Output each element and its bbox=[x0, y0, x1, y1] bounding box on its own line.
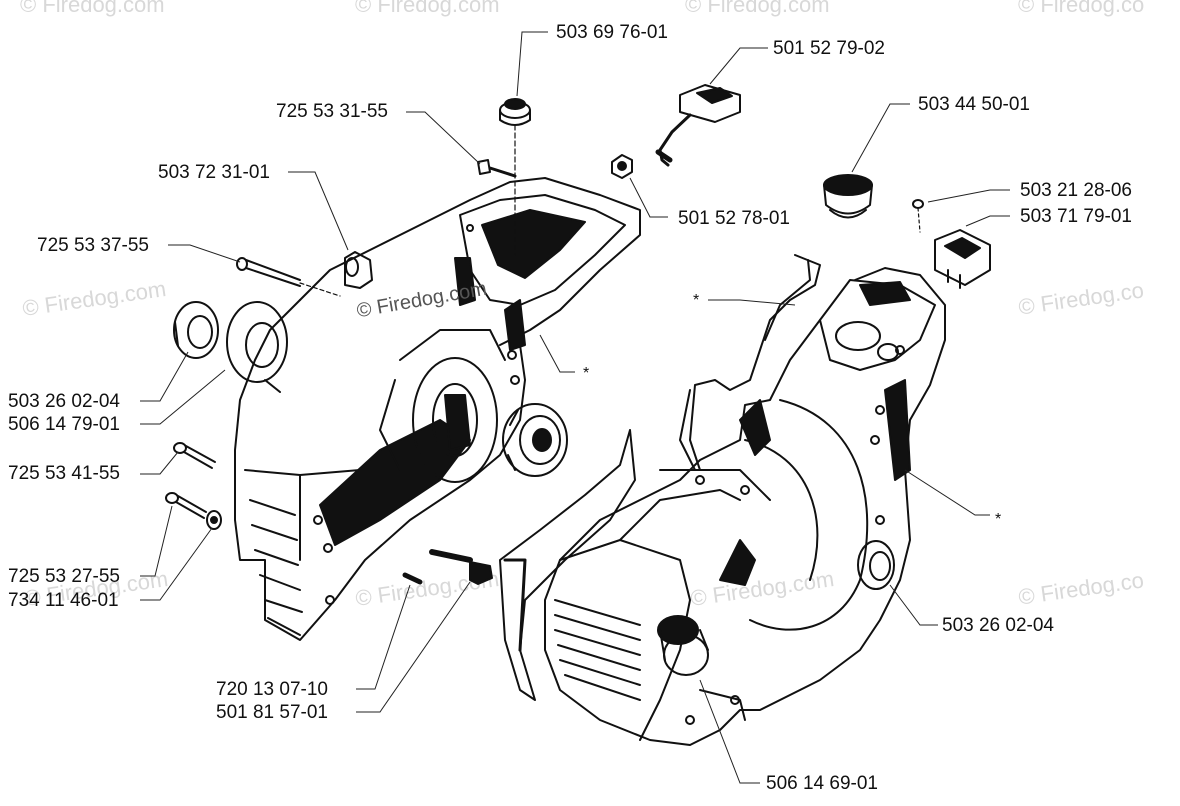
part-label-725-53-37-55: 725 53 37-55 bbox=[37, 235, 149, 256]
part-label-506-14-79-01: 506 14 79-01 bbox=[8, 414, 120, 435]
part-label-501-81-57-01: 501 81 57-01 bbox=[216, 702, 328, 723]
part-seal-right bbox=[857, 540, 895, 590]
leader-lines bbox=[140, 31, 1010, 784]
asterisk-marker: * bbox=[583, 365, 590, 382]
part-label-725-53-41-55: 725 53 41-55 bbox=[8, 463, 120, 484]
part-nut bbox=[611, 154, 633, 179]
part-switch-connector bbox=[655, 84, 741, 167]
part-seal-large bbox=[226, 301, 288, 393]
gasket-left bbox=[499, 429, 636, 701]
part-pin bbox=[402, 572, 423, 585]
part-label-503-44-50-01: 503 44 50-01 bbox=[918, 94, 1030, 115]
part-grommet bbox=[499, 98, 531, 256]
part-boot bbox=[344, 251, 373, 289]
part-label-503-72-31-01: 503 72 31-01 bbox=[158, 162, 270, 183]
part-bolt-2 bbox=[165, 492, 222, 530]
asterisk-marker: * bbox=[995, 511, 1002, 528]
part-carb-cap bbox=[823, 174, 873, 219]
watermark: © Firedog.co bbox=[1018, 0, 1145, 17]
part-bolt-1 bbox=[173, 442, 216, 469]
part-label-725-53-27-55: 725 53 27-55 bbox=[8, 566, 120, 587]
part-label-503-26-02-04-left: 503 26 02-04 bbox=[8, 391, 120, 412]
part-label-501-52-78-01: 501 52 78-01 bbox=[678, 208, 790, 229]
right-crankcase-half bbox=[544, 267, 946, 746]
part-label-503-21-28-06: 503 21 28-06 bbox=[1020, 180, 1132, 201]
part-label-734-11-46-01: 734 11 46-01 bbox=[8, 590, 119, 611]
part-label-725-53-31-55: 725 53 31-55 bbox=[276, 101, 388, 122]
watermark: © Firedog.com bbox=[355, 0, 500, 17]
asterisk-marker: * bbox=[693, 292, 700, 309]
left-crankcase-half bbox=[234, 177, 641, 641]
part-bumper-spike bbox=[429, 549, 493, 585]
part-label-501-52-79-02: 501 52 79-02 bbox=[773, 38, 885, 59]
part-small-screw bbox=[912, 199, 924, 233]
part-label-503-26-02-04-right: 503 26 02-04 bbox=[942, 615, 1054, 636]
part-knob bbox=[657, 615, 709, 676]
gasket-right bbox=[679, 254, 821, 471]
part-screw-top bbox=[477, 159, 517, 178]
bearing bbox=[502, 403, 568, 477]
part-label-503-71-79-01: 503 71 79-01 bbox=[1020, 206, 1132, 227]
part-label-503-69-76-01: 503 69 76-01 bbox=[556, 22, 668, 43]
part-label-720-13-07-10: 720 13 07-10 bbox=[216, 679, 328, 700]
part-long-bolt bbox=[236, 257, 341, 297]
part-label-506-14-69-01: 506 14 69-01 bbox=[766, 773, 878, 794]
watermark: © Firedog.com bbox=[20, 0, 165, 17]
part-switch bbox=[934, 229, 991, 289]
part-seal-ring bbox=[173, 301, 219, 359]
watermark: © Firedog.com bbox=[685, 0, 830, 17]
